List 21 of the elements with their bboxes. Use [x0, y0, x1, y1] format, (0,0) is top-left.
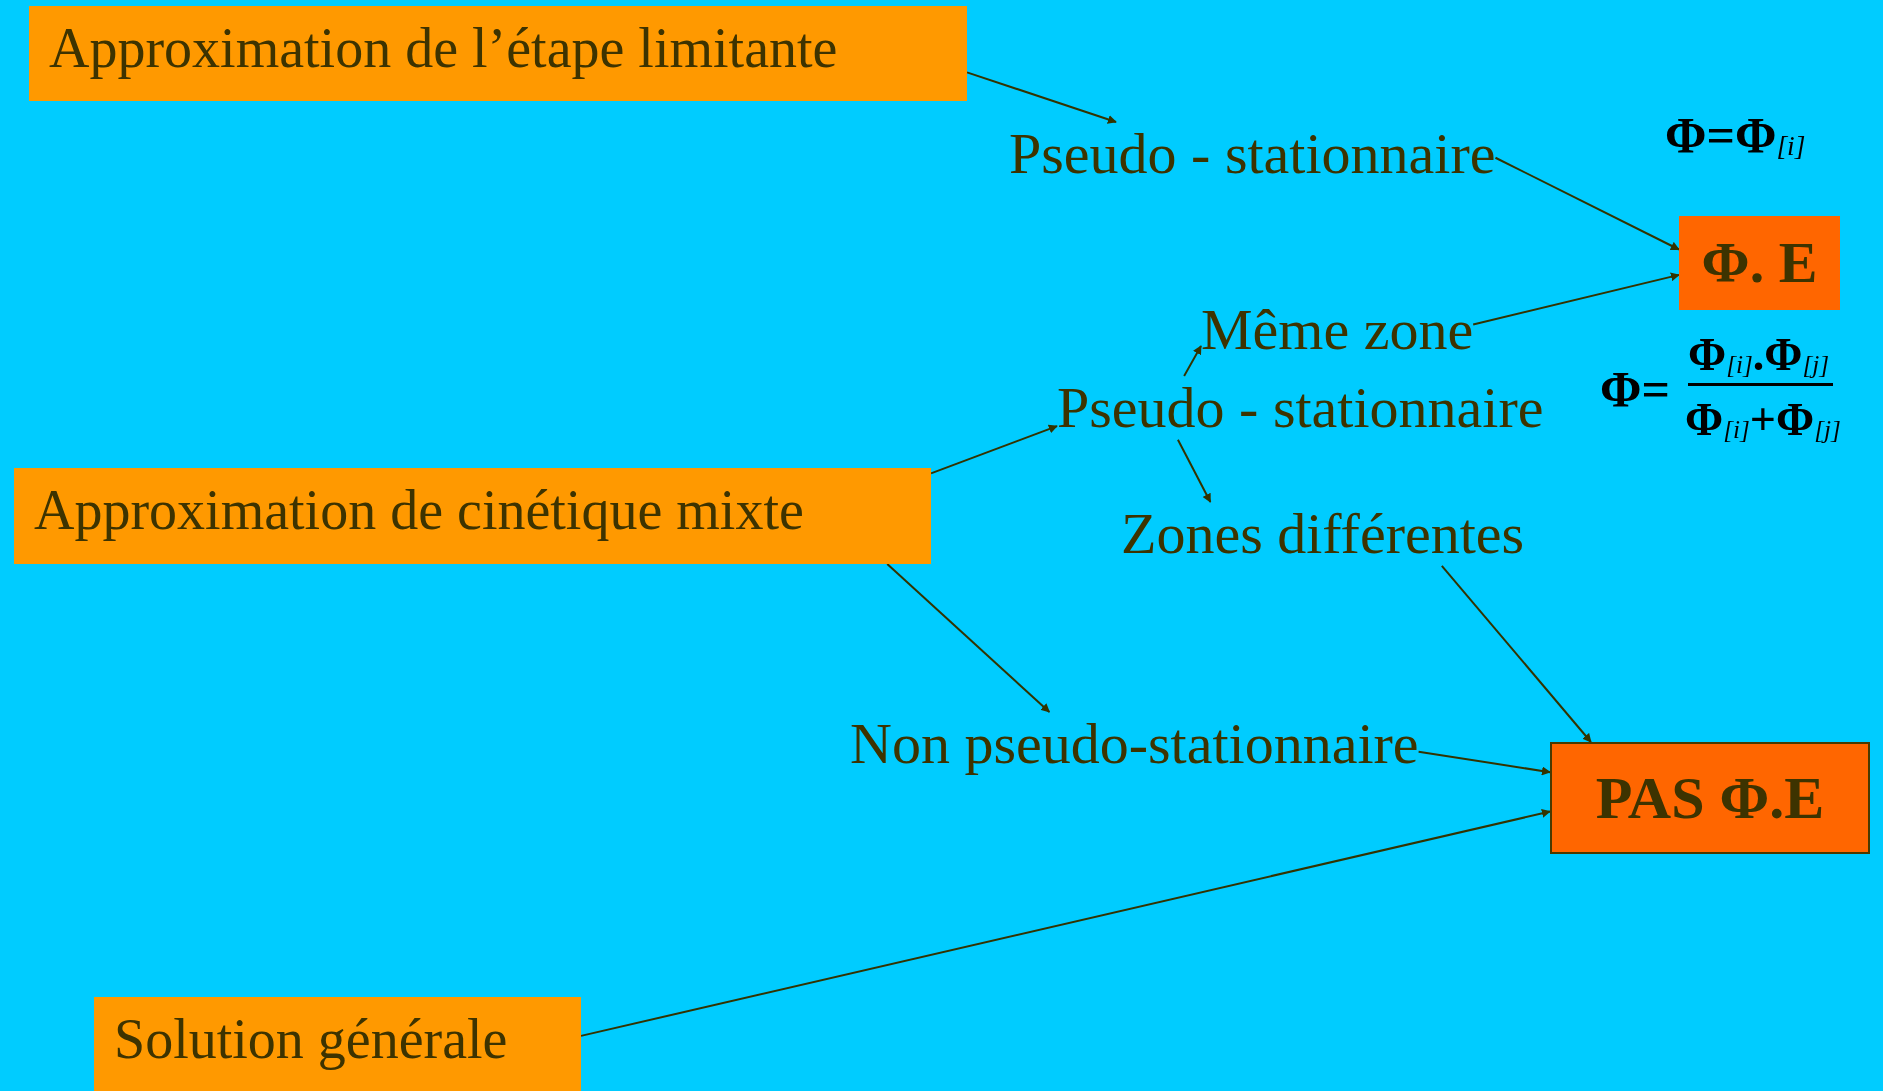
- formula: Φ=: [1600, 362, 1670, 417]
- arrow: [1440, 564, 1592, 743]
- arrow: [930, 424, 1058, 475]
- node-label: Pseudo - stationnaire: [1057, 376, 1544, 440]
- node-label: Pseudo - stationnaire: [1009, 122, 1496, 186]
- arrow: [1417, 750, 1551, 776]
- node-label: Même zone: [1201, 298, 1474, 362]
- process-box: Approximation de cinétique mixte: [14, 468, 931, 564]
- node-label: Zones différentes: [1121, 502, 1525, 566]
- arrow: [1494, 156, 1680, 251]
- arrow: [966, 71, 1117, 124]
- process-box: Φ. E: [1679, 216, 1840, 310]
- arrow: [1472, 272, 1680, 326]
- arrow: [886, 563, 1051, 713]
- arrow: [1176, 438, 1212, 503]
- process-box: Solution générale: [94, 997, 581, 1091]
- process-box: PAS Φ.E: [1550, 742, 1870, 854]
- arrow: [580, 809, 1551, 1037]
- node-label: Non pseudo-stationnaire: [850, 712, 1419, 776]
- process-box: Approximation de l’étape limitante: [29, 6, 967, 101]
- arrow: [1183, 345, 1202, 377]
